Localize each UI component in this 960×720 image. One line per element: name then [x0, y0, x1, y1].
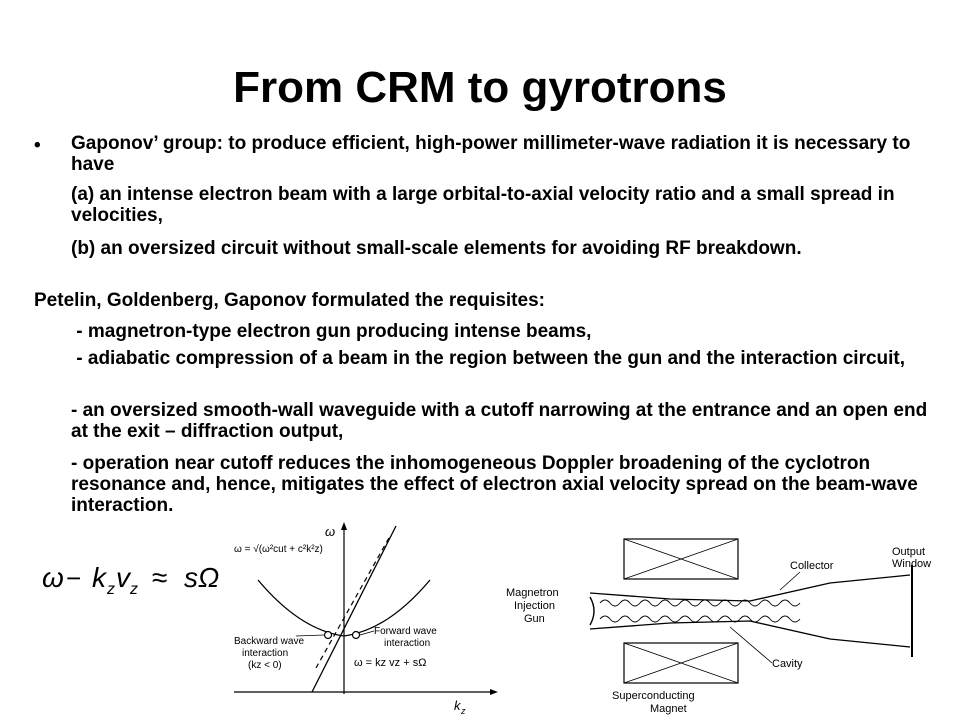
eq-minus: −: [66, 563, 81, 593]
requisite-3: - an oversized smooth-wall waveguide wit…: [71, 400, 928, 442]
forward-label-1: Forward wave: [374, 626, 437, 637]
eq-k: k: [92, 562, 108, 593]
cavity-label: Cavity: [772, 658, 803, 670]
eq-rhs: sΩ: [184, 562, 219, 593]
magnet-top-cross-b: [623, 538, 739, 580]
gun-label-3: Gun: [524, 613, 545, 625]
x-axis-label: k: [454, 698, 462, 713]
requisite-2: - adiabatic compression of a beam in the…: [71, 348, 906, 369]
magnet-bottom: [623, 642, 739, 684]
slide-title: From CRM to gyrotrons: [233, 63, 727, 112]
magnet-label-2: Magnet: [650, 703, 687, 715]
collector-leader: [779, 571, 801, 591]
curve-label: ω = √(ω²cut + c²k²z): [234, 543, 323, 555]
magnet-top: [623, 538, 739, 580]
forward-label-2: interaction: [384, 638, 430, 649]
collector-label: Collector: [790, 560, 834, 572]
output-window-label-2: Window: [892, 558, 931, 570]
x-axis-arrow: [490, 689, 498, 695]
magnet-label-1: Superconducting: [612, 690, 695, 702]
eq-approx: ≈: [152, 562, 167, 593]
eq-v-sub: z: [129, 581, 138, 598]
backward-label-2: interaction: [242, 648, 288, 659]
x-axis-sub: z: [460, 706, 466, 716]
gun-label-2: Injection: [514, 600, 555, 612]
magnet-bottom-cross-b: [623, 642, 739, 684]
output-window-label-1: Output: [892, 546, 925, 558]
line-label: ω = kz vz + sΩ: [354, 657, 426, 669]
gyrotron-schematic: Magnetron Injection Gun Collector Output…: [506, 538, 931, 715]
item-b: (b) an oversized circuit without small-s…: [71, 238, 802, 259]
eq-omega: ω: [42, 562, 64, 593]
y-axis-arrow: [341, 522, 347, 530]
backward-intersection: [323, 630, 333, 640]
eq-v: v: [116, 562, 132, 593]
forward-intersection: [351, 630, 361, 640]
bullet-marker: •: [34, 135, 41, 156]
beam-helix-bottom: [599, 615, 801, 623]
gun-label-1: Magnetron: [506, 587, 559, 599]
requisite-1: - magnetron-type electron gun producing …: [71, 321, 592, 342]
requisites-heading: Petelin, Goldenberg, Gaponov formulated …: [34, 290, 545, 311]
cavity-leader: [729, 626, 773, 664]
tube-wall-bottom: [589, 620, 911, 648]
gun-cathode: [589, 596, 595, 626]
dispersion-curve: [257, 579, 431, 637]
forward-leader: [359, 630, 375, 636]
dispersion-diagram: ω k z ω = √(ω²cut + c²k²z) Backward wave…: [234, 522, 498, 716]
item-a: (a) an intense electron beam with a larg…: [71, 184, 895, 226]
beam-line: [311, 525, 397, 693]
bullet-gaponov: Gaponov’ group: to produce efficient, hi…: [71, 133, 911, 175]
beam-helix-top: [599, 599, 801, 607]
light-line: [315, 535, 391, 669]
backward-label-3: (kz < 0): [248, 660, 282, 671]
y-axis-label: ω: [325, 524, 335, 539]
backward-label-1: Backward wave: [234, 636, 304, 647]
requisite-4: - operation near cutoff reduces the inho…: [71, 453, 918, 516]
tube-wall-top: [589, 574, 911, 602]
backward-leader: [295, 634, 325, 637]
resonance-equation: ω − k z v z ≈ sΩ: [40, 560, 230, 600]
eq-k-sub: z: [106, 581, 115, 598]
